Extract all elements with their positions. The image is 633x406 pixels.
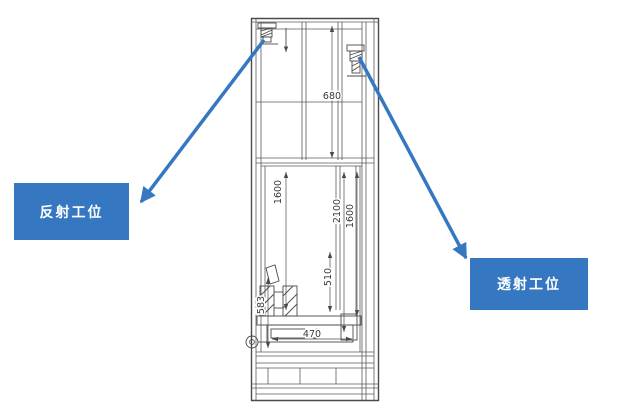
dimension-680: 680 [323,91,341,102]
transmission-station-label: 透射工位 [470,258,588,310]
dimension-1600-right: 1600 [345,204,356,228]
callout-arrows [139,38,468,260]
dimension-470: 470 [303,329,321,340]
reflection-station-label-text: 反射工位 [39,204,104,221]
reflection-station-part [257,22,289,52]
arrow-reflection-station [139,38,266,204]
dimension-lines [265,26,360,348]
reflection-station-label: 反射工位 [14,183,129,240]
dimension-labels: 680 1600 2100 1600 510 583 470 [255,90,358,342]
arrow-transmission-station [357,56,468,260]
dimension-583: 583 [256,296,267,314]
dimension-510: 510 [323,268,334,286]
machine-frame-inner-lines [251,18,379,401]
dimension-1600-left: 1600 [273,180,284,204]
machine-frame-outline [250,17,380,402]
transmission-station-part [346,44,366,77]
dimension-2100: 2100 [332,199,343,223]
transmission-station-label-text: 透射工位 [497,277,561,293]
